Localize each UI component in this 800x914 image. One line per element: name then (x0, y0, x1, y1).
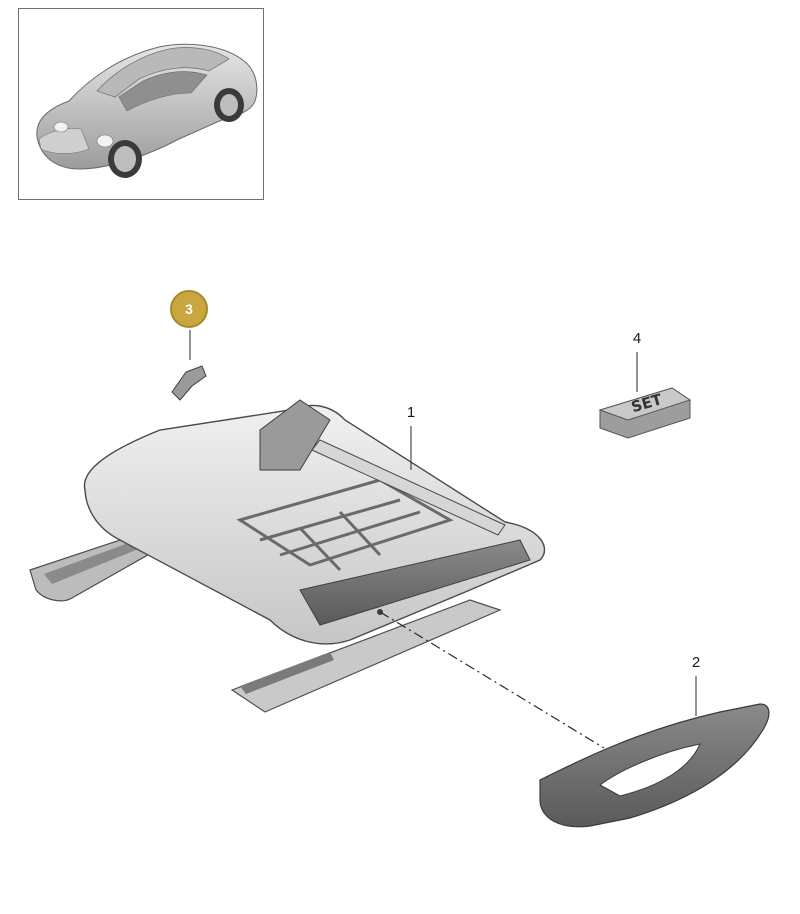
vehicle-thumbnail (18, 8, 264, 200)
assembly-line (379, 611, 605, 749)
callout-4[interactable]: 4 (632, 330, 642, 347)
bracket-part[interactable] (171, 365, 207, 401)
set-kit-box[interactable]: SET (598, 387, 692, 439)
seat-rail-right (230, 599, 502, 713)
seat-frame (83, 399, 546, 645)
callout-2[interactable]: 2 (691, 654, 701, 671)
callout-1[interactable]: 1 (406, 404, 416, 421)
callout-badge-3[interactable]: 3 (170, 290, 208, 328)
seat-rail-left (29, 529, 161, 602)
car-illustration (36, 43, 258, 178)
side-trim-cover[interactable] (539, 703, 770, 828)
